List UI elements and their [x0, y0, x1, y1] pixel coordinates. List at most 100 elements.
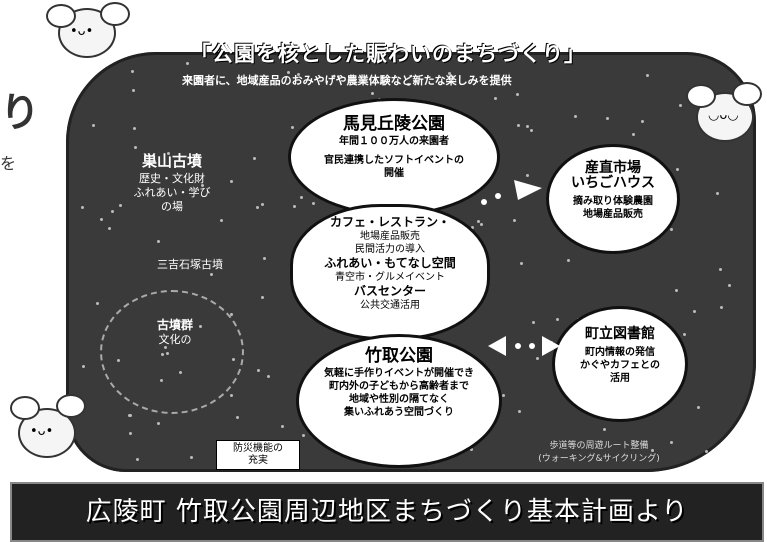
- speckle: [156, 239, 160, 243]
- node-mitsuyoshi: 三吉石塚古墳: [157, 258, 223, 271]
- speckle: [297, 73, 301, 76]
- route-loop: [100, 290, 244, 414]
- speckle: [210, 273, 214, 277]
- node-market: 産直市場 いちごハウス 摘み取り体験農園 地場産品販売: [546, 144, 680, 254]
- speckle: [156, 421, 160, 425]
- speckle: [257, 368, 261, 372]
- speckle: [280, 425, 284, 429]
- speckle: [291, 125, 295, 129]
- speckle: [526, 174, 530, 178]
- diagram-title: 「公園を核とした賑わいのまちづくり」: [190, 42, 586, 66]
- node-library: 町立図書館 町内情報の発信 かぐやカフェとの 活用: [552, 306, 688, 422]
- speckle: [632, 133, 636, 137]
- bee-top-left-icon: •ᴗ•: [46, 2, 130, 58]
- speckle: [189, 76, 192, 80]
- speckle: [302, 434, 306, 438]
- node-taketori-park: 竹取公園 気軽に手作りイベントが開催でき 町内外の子どもから高齢者まで 地域や性…: [296, 334, 502, 468]
- speckle: [263, 257, 267, 261]
- speckle: [669, 228, 673, 232]
- speckle: [651, 449, 655, 453]
- speckle: [573, 114, 577, 118]
- speckle: [470, 447, 474, 451]
- speckle: [605, 116, 609, 120]
- note-route: 歩道等の周遊ルート整備 (ウォーキング&サイクリング): [538, 441, 660, 464]
- speckle: [311, 202, 315, 206]
- speckle: [718, 267, 722, 271]
- source-banner: 広陵町 竹取公園周辺地区まちづくり基本計画より: [10, 482, 764, 542]
- arrow-to-library: [488, 336, 560, 356]
- speckle: [603, 427, 607, 431]
- speckle: [526, 125, 530, 129]
- speckle: [220, 219, 224, 223]
- speckle: [130, 70, 134, 74]
- speckle: [235, 415, 239, 419]
- speckle: [720, 305, 724, 309]
- speckle: [406, 82, 410, 86]
- speckle: [200, 183, 204, 187]
- speckle: [135, 458, 139, 462]
- speckle: [683, 333, 687, 337]
- edge-mark: を: [0, 154, 17, 173]
- speckle: [80, 205, 84, 209]
- node-suyama: 巣山古墳 歴史・文化財 ふれあい・学び の場: [133, 152, 211, 213]
- speckle: [516, 92, 520, 96]
- speckle: [532, 320, 536, 324]
- speckle: [518, 409, 522, 413]
- speckle: [696, 406, 700, 410]
- speckle: [255, 205, 259, 209]
- speckle: [337, 74, 341, 78]
- arrow-to-market: [481, 180, 542, 205]
- speckle: [107, 226, 111, 230]
- speckle: [110, 209, 114, 213]
- speckle: [118, 204, 122, 208]
- speckle: [501, 393, 505, 397]
- edge-char: り: [0, 90, 40, 136]
- speckle: [194, 82, 198, 86]
- speckle: [470, 226, 474, 230]
- speckle: [513, 218, 517, 222]
- speckle: [127, 414, 131, 418]
- speckle: [95, 302, 99, 306]
- speckle: [670, 441, 674, 445]
- speckle: [266, 374, 270, 378]
- bee-right-icon: ◡ᴗ◡: [686, 82, 762, 142]
- speckle: [517, 123, 521, 127]
- speckle: [299, 196, 303, 200]
- speckle: [230, 180, 234, 184]
- node-center-facilities: カフェ・レストラン・ 地場産品販売 民間活力の導入 ふれあい・もてなし空間 青空…: [290, 204, 490, 340]
- speckle: [133, 146, 137, 150]
- speckle: [477, 220, 481, 224]
- speckle: [81, 364, 85, 368]
- speckle: [261, 296, 265, 300]
- speckle: [479, 222, 483, 226]
- speckle: [566, 258, 570, 262]
- speckle: [99, 217, 103, 221]
- speckle: [229, 394, 233, 398]
- bee-bottom-left-icon: •ᴗ•: [10, 394, 86, 458]
- speckle: [252, 156, 256, 160]
- speckle: [260, 203, 264, 207]
- speckle: [370, 92, 374, 96]
- speckle: [675, 289, 679, 293]
- node-mami-park: 馬見丘陵公園 年間１００万人の来園者 官民連携したソフトイベントの 開催: [288, 98, 500, 216]
- speckle: [727, 283, 731, 287]
- speckle: [519, 261, 523, 265]
- node-kofun: 古墳群 文化の: [156, 318, 193, 346]
- source-text: 広陵町 竹取公園周辺地区まちづくり基本計画より: [85, 497, 689, 527]
- speckle: [640, 120, 644, 124]
- speckle: [676, 167, 680, 171]
- diagram-subtitle: 来園者に、地域産品のおみやげや農業体験など新たな楽しみを提供: [182, 74, 512, 87]
- speckle: [167, 151, 171, 155]
- speckle: [556, 317, 560, 321]
- speckle: [129, 432, 133, 436]
- speckle: [715, 191, 719, 195]
- speckle: [186, 62, 190, 66]
- note-disaster: 防災機能の 充実: [216, 440, 300, 470]
- speckle: [692, 309, 696, 313]
- speckle: [447, 71, 451, 75]
- speckle: [292, 204, 296, 208]
- speckle: [529, 129, 533, 133]
- speckle: [705, 449, 709, 453]
- speckle: [230, 313, 234, 317]
- speckle: [286, 70, 290, 74]
